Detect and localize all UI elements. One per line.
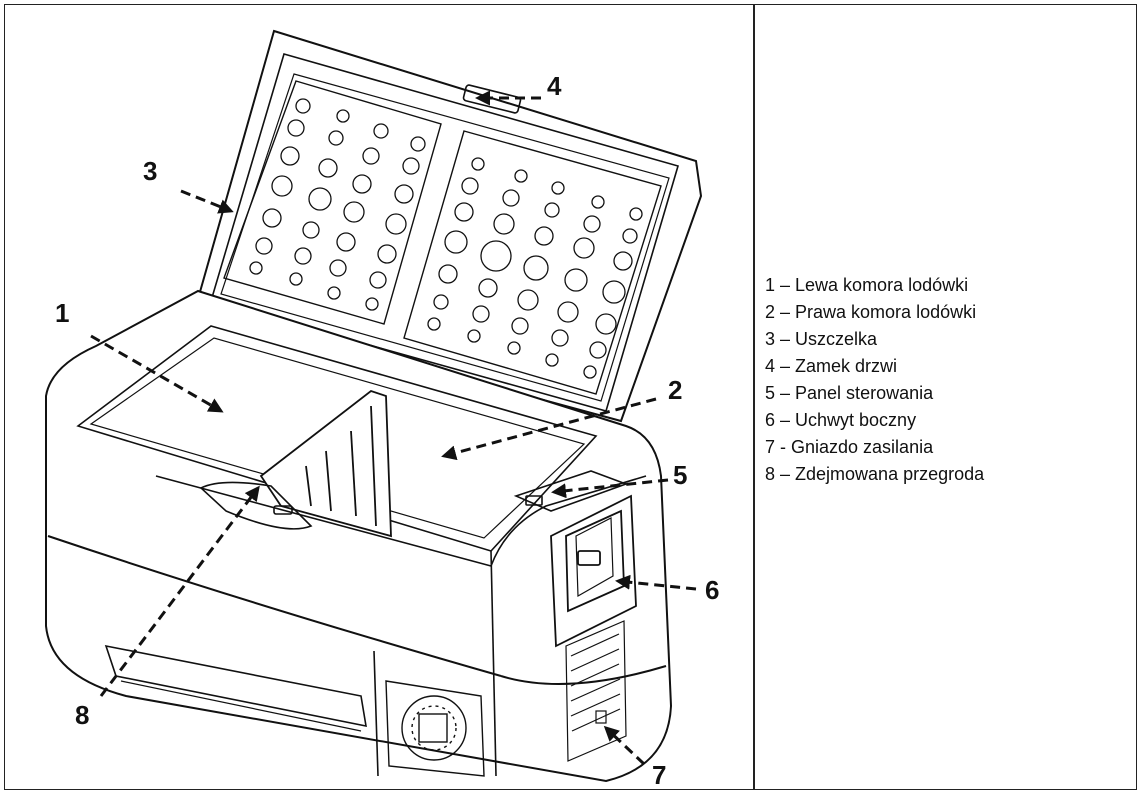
front-fan-grille: [385, 680, 485, 777]
arrow-2: [441, 397, 657, 461]
legend-item-7: 7 - Gniazdo zasilania: [765, 437, 934, 457]
legend-item-8: 8 – Zdejmowana przegroda: [765, 464, 985, 484]
arrow-8: [99, 485, 260, 697]
parts-legend: 1 – Lewa komora lodówki 2 – Prawa komora…: [765, 272, 984, 488]
arrow-1: [90, 334, 224, 413]
callout-4: 4: [547, 71, 562, 101]
arrow-6: [615, 574, 697, 591]
arrow-5: [551, 478, 669, 499]
control-panel: [513, 470, 629, 512]
callout-2: 2: [668, 375, 683, 405]
legend-item-1: 1 – Lewa komora lodówki: [765, 275, 969, 295]
callout-7: 7: [652, 760, 667, 790]
callout-3: 3: [143, 156, 158, 186]
legend-item-2: 2 – Prawa komora lodówki: [765, 302, 977, 322]
fridge-body: [45, 289, 673, 783]
callout-1: 1: [55, 298, 70, 328]
legend-item-5: 5 – Panel sterowania: [765, 383, 934, 403]
legend-item-4: 4 – Zamek drzwi: [765, 356, 898, 376]
callout-8: 8: [75, 700, 90, 730]
callout-6: 6: [705, 575, 720, 605]
legend-item-6: 6 – Uchwyt boczny: [765, 410, 917, 430]
divider-wall: [259, 389, 392, 538]
side-vents: [565, 620, 627, 762]
fridge-diagram: [45, 29, 703, 783]
lid-panel-holes: [249, 98, 643, 379]
callout-5: 5: [673, 460, 688, 490]
arrow-7: [603, 725, 646, 766]
figure-frame: [4, 4, 1137, 790]
front-latch: [199, 481, 313, 530]
column-divider: [753, 4, 755, 790]
arrow-3: [180, 189, 234, 214]
legend-item-3: 3 – Uszczelka: [765, 329, 878, 349]
